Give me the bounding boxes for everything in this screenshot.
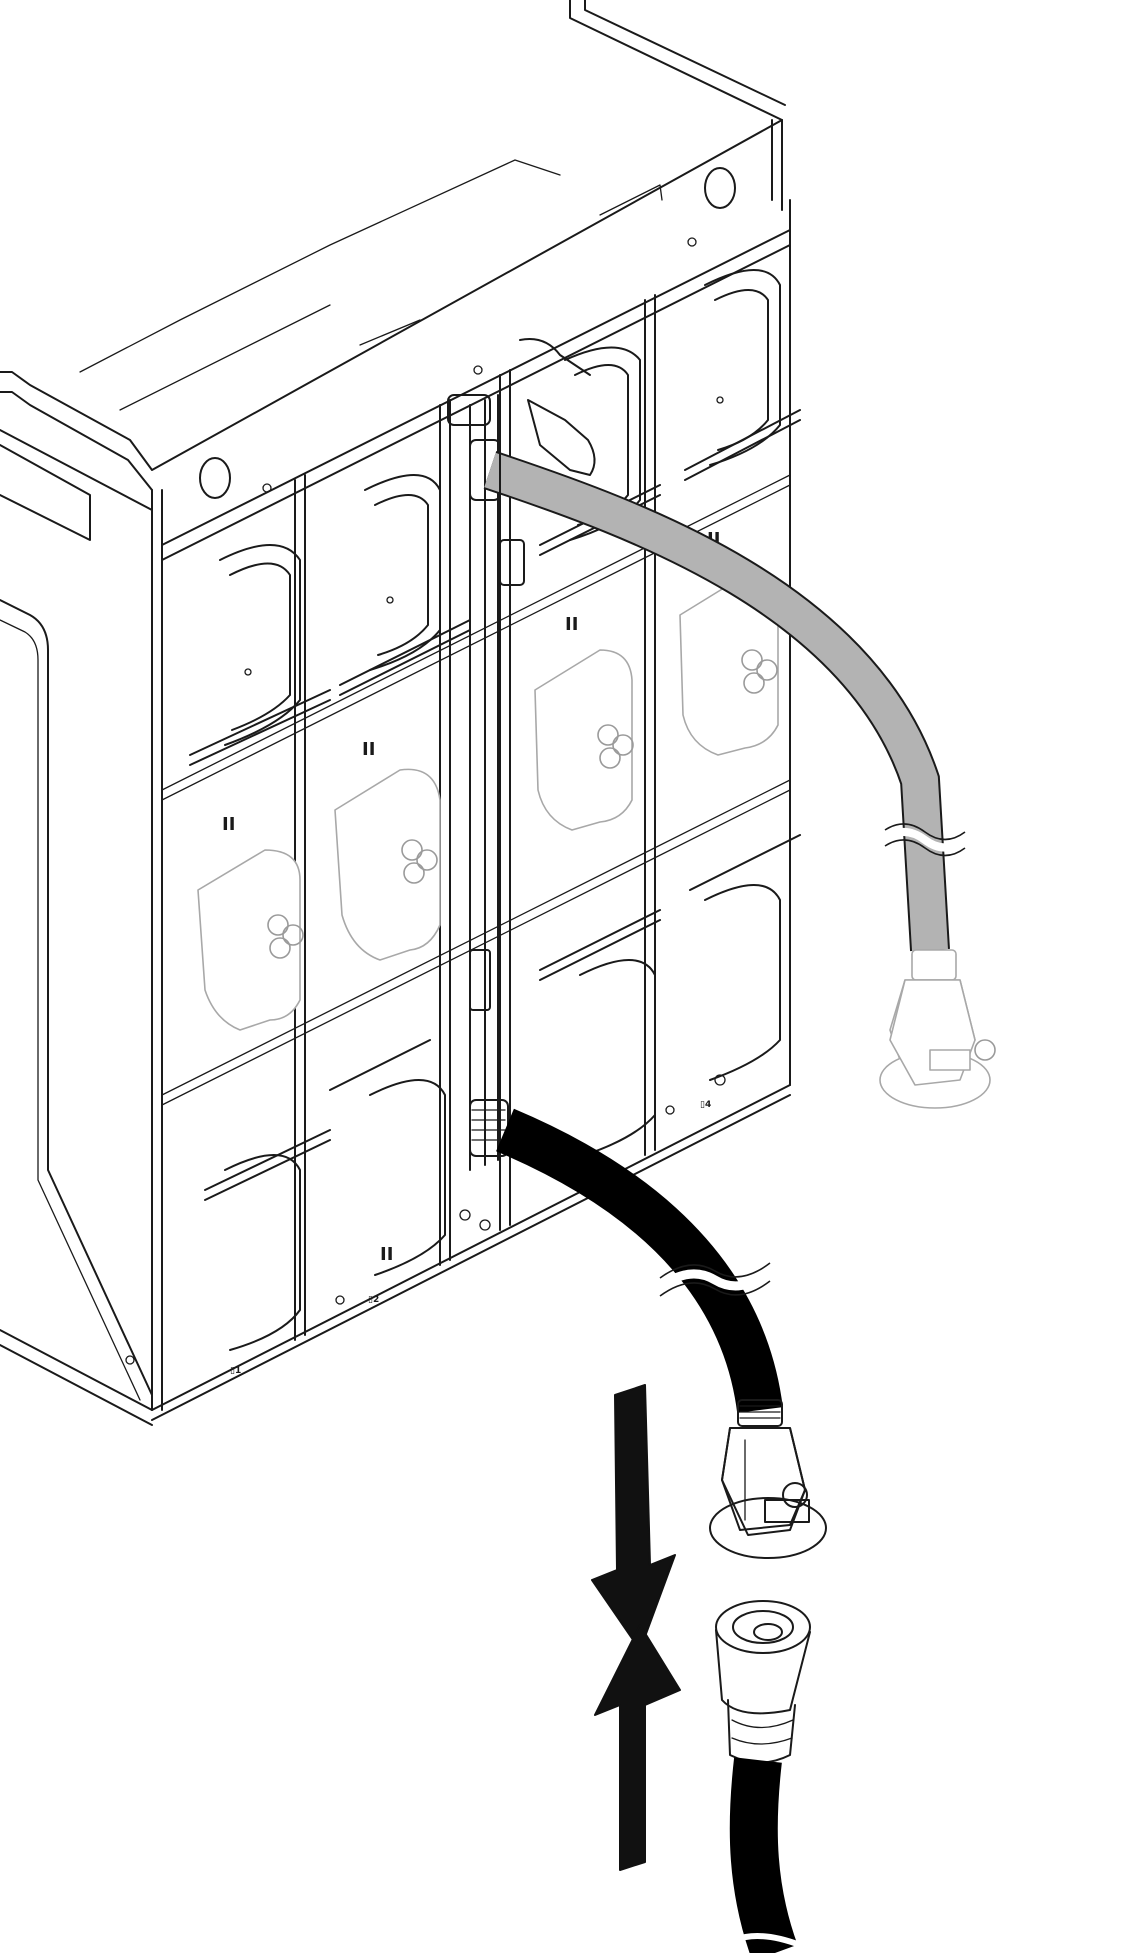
bay-labels: ▯1 ▯2 ▯4 (230, 1100, 711, 1376)
chassis-enclosure (0, 0, 791, 1426)
ghost-connector-heads (267, 649, 778, 959)
ghost-hose-upper (469, 399, 996, 1109)
manifold-column (447, 338, 591, 1171)
hose-break-icon (657, 1268, 773, 1291)
slot-label: II (565, 614, 578, 635)
bay-label: ▯4 (700, 1100, 711, 1110)
tray-handles (219, 269, 781, 1351)
ghost-tray-release-handles (197, 574, 779, 1031)
arrow-up-icon (594, 1624, 681, 1871)
direction-arrows (591, 1384, 681, 1871)
slot-label: II (222, 814, 235, 835)
hose-break-icon (882, 828, 968, 852)
tray-rails (189, 409, 801, 1201)
bay-label: ▯1 (230, 1366, 241, 1376)
quick-connect-icon (879, 949, 996, 1109)
slot-label: II (380, 1244, 393, 1265)
bay-label: ▯2 (368, 1295, 379, 1305)
quick-connect-icon (709, 1399, 827, 1559)
arrow-down-icon (591, 1384, 676, 1651)
quick-connect-icon (715, 1600, 811, 1764)
active-hose (469, 1099, 827, 1953)
slot-label: II (362, 739, 375, 760)
screws (125, 237, 726, 1365)
